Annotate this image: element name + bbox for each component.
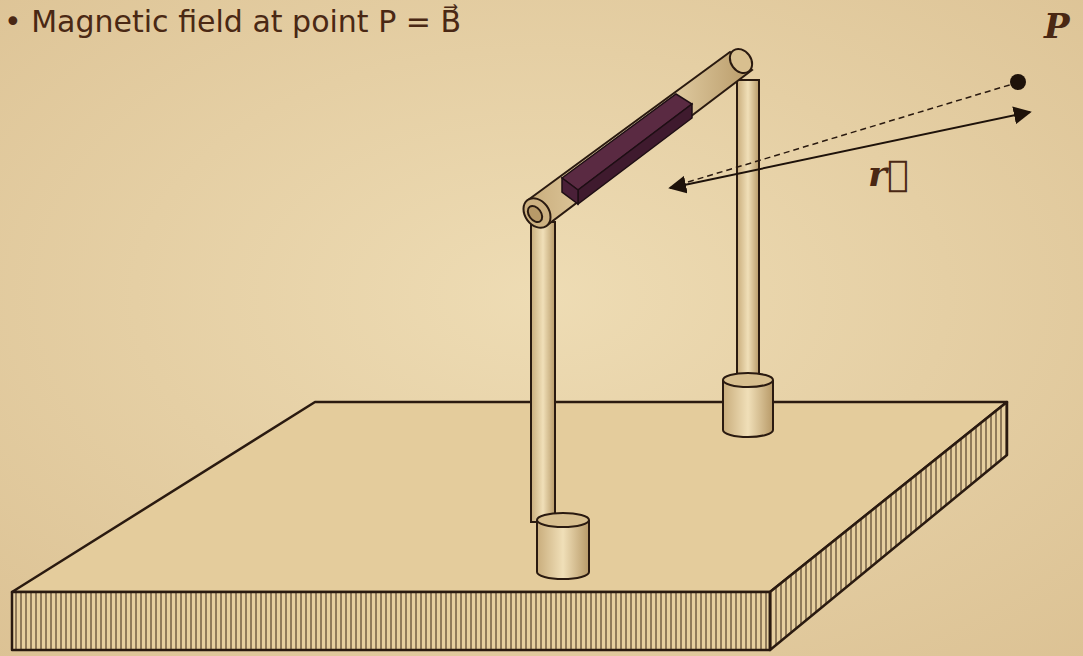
position-vector — [670, 112, 1030, 188]
left-post — [531, 222, 589, 579]
horizontal-rod — [518, 45, 757, 233]
point-p-dot — [1010, 74, 1026, 90]
dashed-line — [688, 83, 1016, 182]
base-board — [12, 402, 1007, 650]
vector-label: r⃗ — [868, 152, 909, 194]
point-label: P — [1044, 6, 1070, 46]
heading-text: • Magnetic field at point P = B⃗ — [4, 4, 461, 39]
right-post — [723, 80, 773, 437]
